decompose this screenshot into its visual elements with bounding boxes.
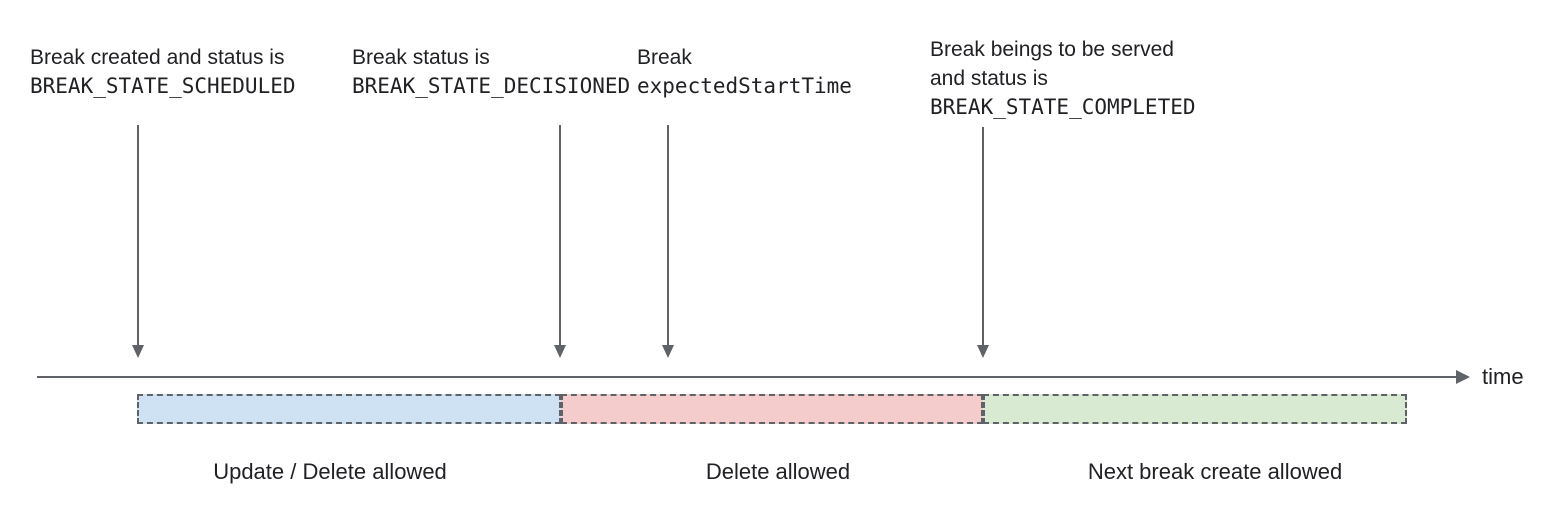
annotation-break-decisioned: Break status is BREAK_STATE_DECISIONED — [352, 43, 630, 101]
event-arrow-scheduled — [137, 125, 139, 346]
segment-label-next-break-create: Next break create allowed — [1087, 459, 1343, 484]
time-axis-arrowhead-icon — [1456, 370, 1470, 384]
time-axis-line — [37, 376, 1456, 378]
annotation-line: Break beings to be served — [930, 38, 1174, 61]
segment-label-delete: Delete allowed — [705, 459, 851, 484]
annotation-line: Break — [637, 46, 692, 69]
annotation-state-code: BREAK_STATE_DECISIONED — [352, 74, 631, 98]
annotation-state-code: expectedStartTime — [637, 74, 852, 98]
annotation-break-completed: Break beings to be served and status is … — [930, 35, 1196, 122]
time-axis-label: time — [1482, 364, 1524, 389]
annotation-line: and status is — [930, 67, 1048, 90]
segment-next-break-create-allowed — [983, 394, 1407, 424]
segment-label-update-delete: Update / Delete allowed — [213, 459, 447, 484]
annotation-expected-start-time: Break expectedStartTime — [637, 43, 852, 101]
event-arrow-expected-start — [667, 125, 669, 346]
annotation-state-code: BREAK_STATE_SCHEDULED — [30, 74, 296, 98]
segment-delete-allowed — [561, 394, 983, 424]
annotation-line: Break status is — [352, 46, 490, 69]
annotation-break-scheduled: Break created and status is BREAK_STATE_… — [30, 43, 296, 101]
event-arrow-decisioned — [559, 125, 561, 346]
segment-update-delete-allowed — [137, 394, 561, 424]
event-arrow-completed — [982, 127, 984, 346]
annotation-state-code: BREAK_STATE_COMPLETED — [930, 95, 1196, 119]
annotation-line: Break created and status is — [30, 46, 285, 69]
